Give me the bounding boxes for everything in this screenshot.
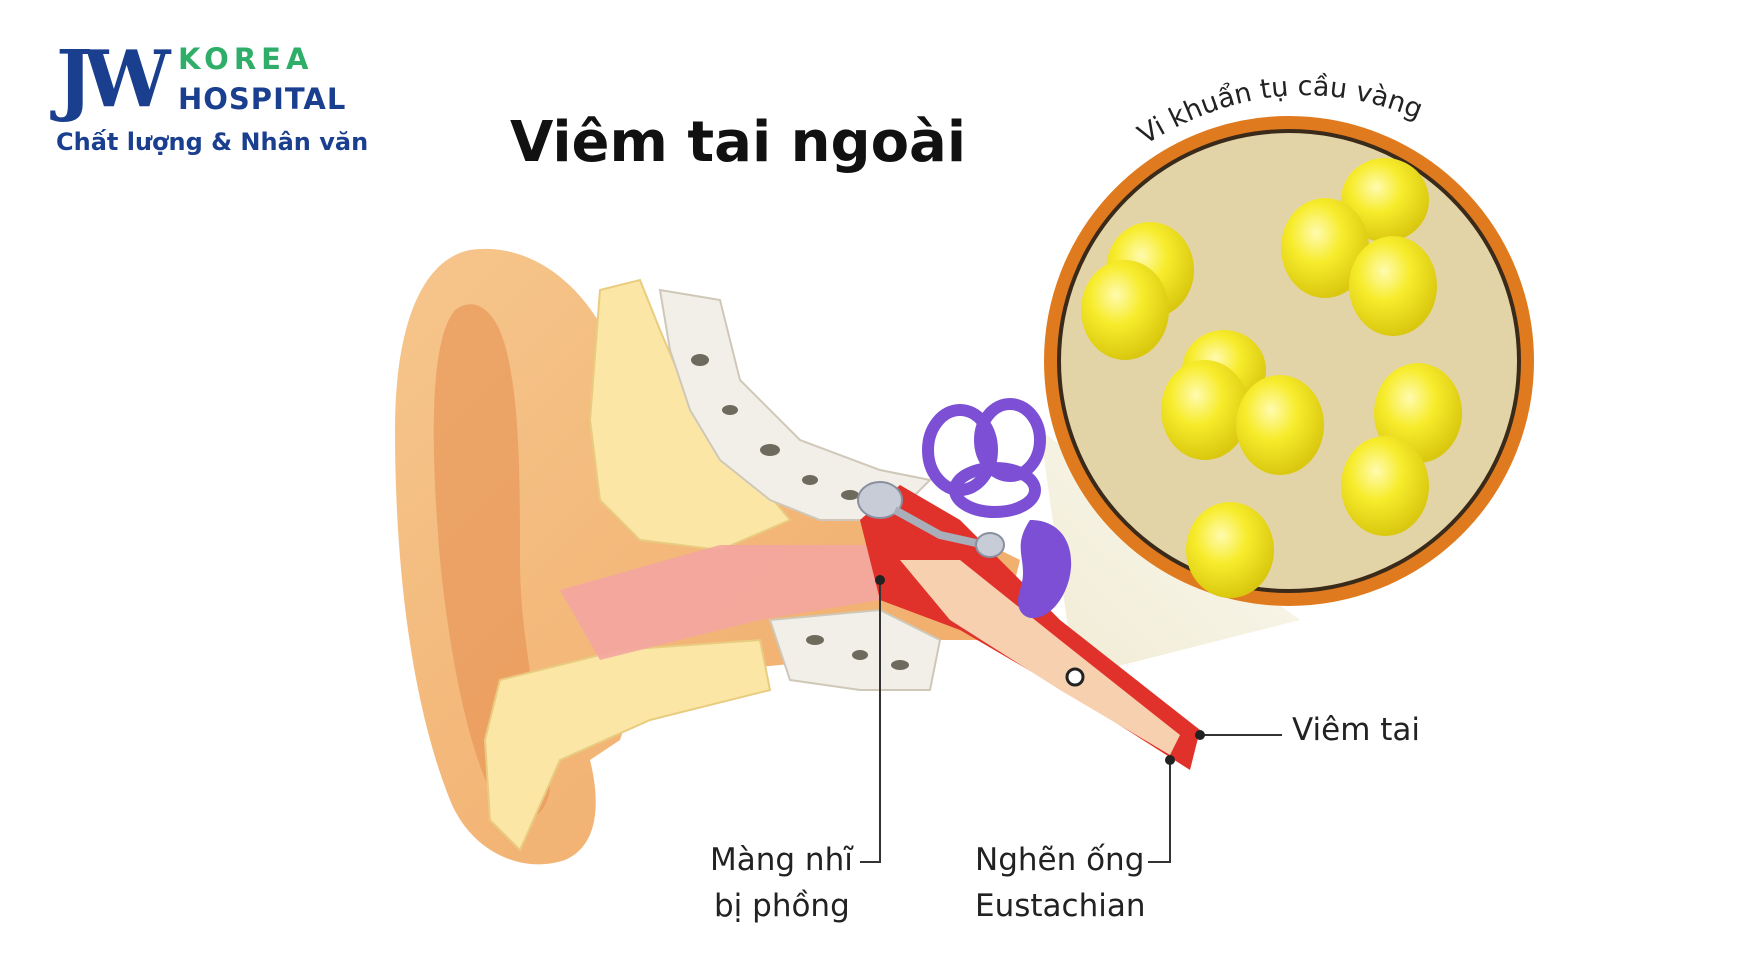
ossicles [857, 481, 1005, 558]
fat-tissue-lower [483, 638, 772, 852]
dot-inflammation [1195, 730, 1205, 740]
ear-canal [560, 545, 880, 660]
logo-korea: KOREA [178, 42, 314, 76]
staph-bacteria [1081, 158, 1462, 598]
zoom-point [1065, 667, 1085, 687]
dot-eustachian [1165, 755, 1175, 765]
logo-mark: JW [56, 34, 170, 125]
dot-eardrum [875, 575, 885, 585]
label-eustachian-2: Eustachian [975, 888, 1146, 924]
leader-eardrum [860, 580, 881, 863]
label-inflammation: Viêm tai [1292, 712, 1421, 748]
inner-ear [922, 398, 1046, 518]
magnifier [1044, 116, 1534, 606]
canal-inner [900, 560, 1180, 755]
fat-tissue-upper [588, 278, 792, 552]
logo-hospital: HOSPITAL [178, 82, 347, 116]
cochlea [1018, 520, 1072, 619]
leader-eustachian [1148, 760, 1171, 863]
bone-pores [691, 354, 909, 670]
page-title: Viêm tai ngoài [510, 110, 967, 175]
label-eustachian-1: Nghẽn ống [975, 842, 1145, 878]
label-eardrum-2: bị phồng [714, 888, 850, 924]
logo-tagline: Chất lượng & Nhân văn [56, 128, 369, 156]
logo: JW KOREA HOSPITAL Chất lượng & Nhân văn [56, 40, 386, 170]
label-eardrum-1: Màng nhĩ [710, 842, 853, 878]
